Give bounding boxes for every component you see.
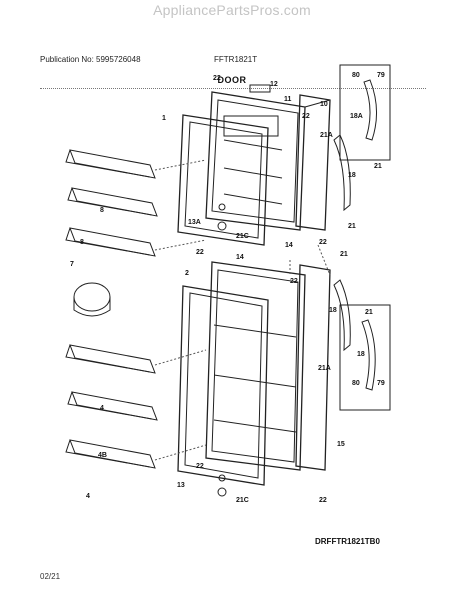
publication-number: Publication No: 5995726048 [40, 55, 141, 64]
callout-14: 14 [285, 242, 293, 249]
hinge-pin [217, 221, 227, 231]
callout-79: 79 [377, 380, 385, 387]
callout-10: 10 [320, 101, 328, 108]
leader-lines [154, 159, 331, 461]
callout-21C: 21C [236, 497, 249, 504]
freezer-door-shelf-2 [67, 187, 158, 217]
callout-12: 12 [270, 81, 278, 88]
callout-22: 22 [290, 278, 298, 285]
callout-4: 4 [100, 405, 104, 412]
callout-13: 13 [177, 482, 185, 489]
fresh-food-door-shelf-3 [65, 439, 156, 469]
callout-21: 21 [340, 251, 348, 258]
callout-18: 18 [348, 172, 356, 179]
callout-15: 15 [337, 441, 345, 448]
callout-18: 18 [329, 307, 337, 314]
callout-22: 22 [302, 113, 310, 120]
hinge-bushing [218, 203, 226, 211]
lower-hinge-pin [217, 487, 227, 497]
callout-2: 2 [185, 270, 189, 277]
fresh-food-door-shelf-2 [67, 391, 158, 421]
callout-7: 7 [70, 261, 74, 268]
callout-18: 18 [357, 351, 365, 358]
fresh-food-handle-inset [361, 319, 376, 391]
callout-21: 21 [374, 163, 382, 170]
door-stop-part [249, 84, 271, 93]
callout-4: 4 [86, 493, 90, 500]
callout-8: 8 [80, 239, 84, 246]
callout-22: 22 [196, 463, 204, 470]
lower-hinge-bushing [218, 474, 226, 482]
callout-11: 11 [284, 96, 292, 103]
callout-8: 8 [100, 207, 104, 214]
watermark-text: AppliancePartsPros.com [153, 2, 311, 18]
callout-21C: 21C [236, 233, 249, 240]
callout-13A: 13A [188, 219, 201, 226]
callout-79: 79 [377, 72, 385, 79]
fresh-food-handle-inset-box [339, 304, 391, 411]
callout-21: 21 [365, 309, 373, 316]
section-title: DOOR [217, 75, 247, 85]
freezer-door-liner [205, 91, 306, 231]
header-divider [40, 88, 426, 89]
fresh-food-door-liner [205, 261, 306, 471]
dairy-compartment [73, 282, 111, 317]
callout-14: 14 [236, 254, 244, 261]
callout-21: 21 [348, 223, 356, 230]
callout-18A: 18A [350, 113, 363, 120]
callout-22: 22 [196, 249, 204, 256]
freezer-door-shelf-1 [65, 149, 156, 179]
callout-22: 22 [213, 75, 221, 82]
footer-date: 02/21 [40, 572, 61, 581]
freezer-outer-door [295, 94, 331, 231]
fresh-food-door-gasket [177, 285, 269, 486]
diagram-code: DRFFTR1821TB0 [315, 537, 380, 546]
freezer-handle-inset [363, 79, 377, 141]
callout-21A: 21A [320, 132, 333, 139]
freezer-door-shelf-3 [65, 227, 156, 257]
callout-80: 80 [352, 380, 360, 387]
model-number: FFTR1821T [214, 55, 258, 64]
fresh-food-door-shelf-1 [65, 344, 156, 374]
callout-21A: 21A [318, 365, 331, 372]
freezer-door-gasket [177, 114, 269, 246]
callout-1: 1 [162, 115, 166, 122]
callout-80: 80 [352, 72, 360, 79]
freezer-handle [333, 134, 351, 212]
callout-22: 22 [319, 497, 327, 504]
callout-22: 22 [319, 239, 327, 246]
fresh-food-outer-door [295, 264, 331, 471]
fresh-food-handle [333, 279, 351, 352]
callout-4B: 4B [98, 452, 107, 459]
freezer-handle-inset-box [339, 64, 391, 161]
